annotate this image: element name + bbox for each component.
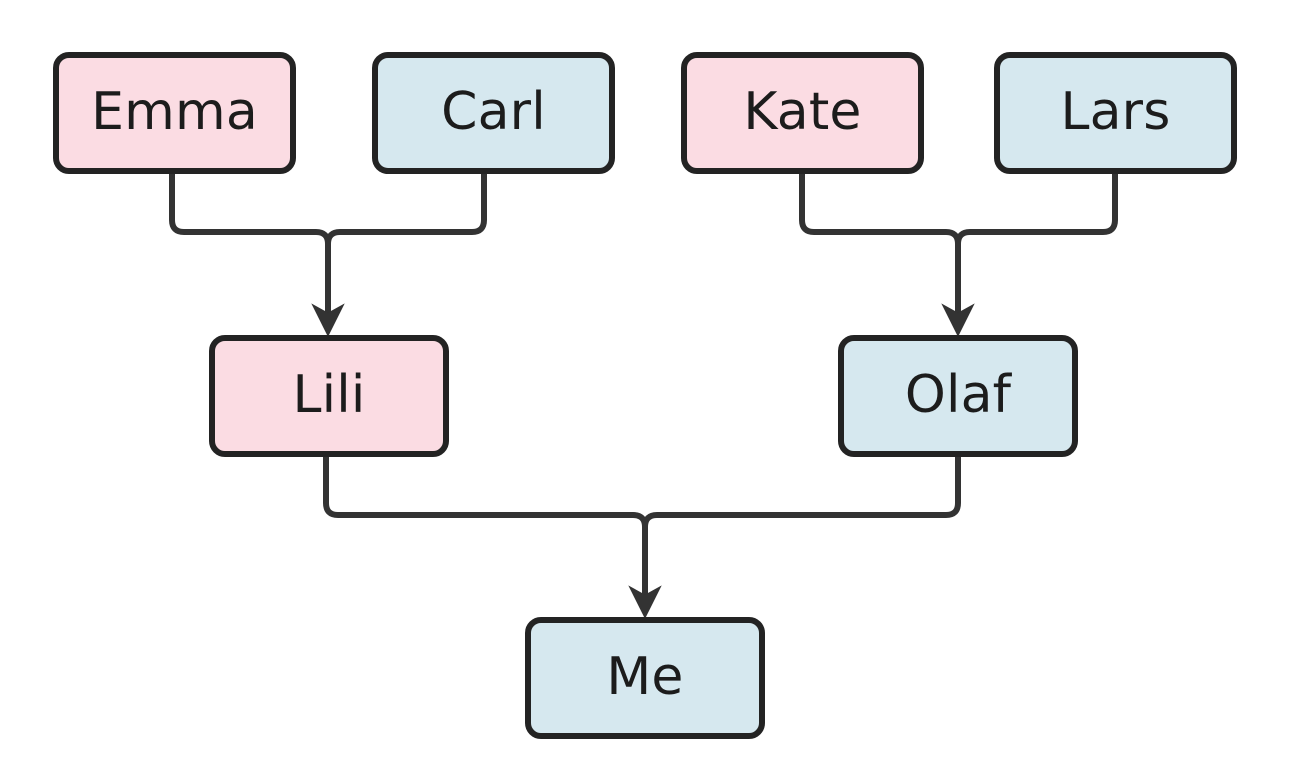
edge-carl-lili [325, 174, 487, 268]
node-label-lili: Lili [292, 364, 366, 425]
node-me[interactable]: Me [525, 617, 765, 739]
node-label-carl: Carl [441, 81, 546, 142]
node-carl[interactable]: Carl [372, 52, 615, 174]
node-olaf[interactable]: Olaf [838, 335, 1078, 457]
edge-lili-me [323, 457, 648, 550]
node-label-olaf: Olaf [904, 364, 1012, 425]
node-lars[interactable]: Lars [994, 52, 1237, 174]
node-kate[interactable]: Kate [681, 52, 924, 174]
node-label-emma: Emma [91, 81, 258, 142]
node-label-kate: Kate [743, 81, 862, 142]
node-emma[interactable]: Emma [53, 52, 296, 174]
edge-olaf-me [642, 457, 961, 550]
node-lili[interactable]: Lili [209, 335, 449, 457]
edge-emma-lili [169, 174, 331, 268]
edge-lars-olaf [955, 174, 1118, 268]
edge-kate-olaf [799, 174, 961, 268]
node-label-lars: Lars [1060, 81, 1171, 142]
node-label-me: Me [606, 646, 684, 707]
